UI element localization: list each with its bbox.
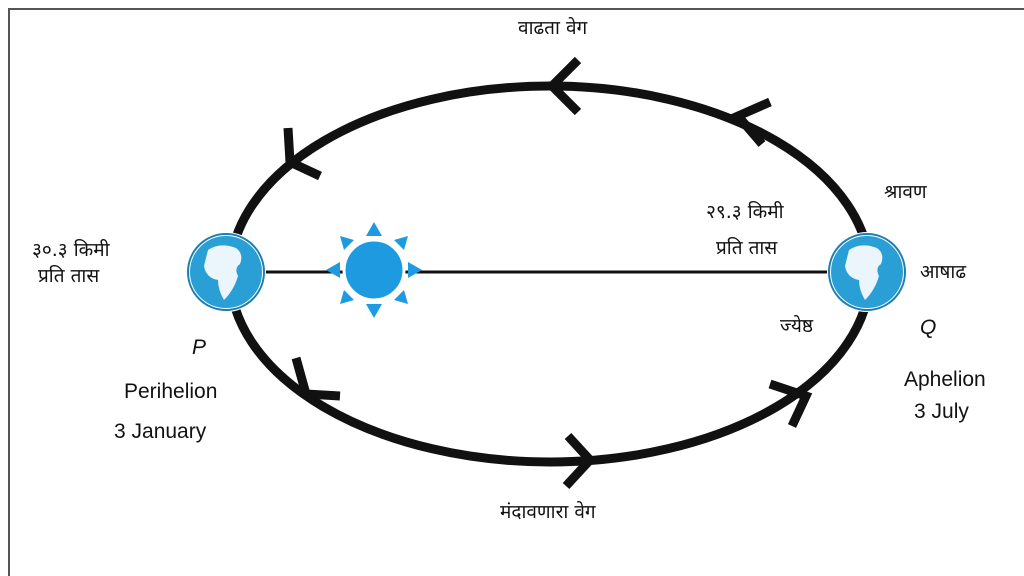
arrow-upper-right-icon — [730, 97, 772, 147]
perihelion-point-label: P — [192, 336, 207, 359]
decreasing-speed-label: मंदावणारा वेग — [500, 501, 596, 523]
increasing-speed-label: वाढता वेग — [518, 17, 588, 39]
month-shravan-label: श्रावण — [884, 181, 927, 203]
earth-perihelion-icon — [186, 232, 266, 312]
orbit-ellipse — [225, 81, 875, 467]
perihelion-date: 3 January — [114, 420, 207, 443]
earth-aphelion-icon — [827, 232, 907, 312]
arrow-bottom-icon — [562, 432, 597, 490]
sun-icon — [326, 222, 422, 318]
month-jyeshtha-label: ज्येष्ठ — [780, 315, 814, 337]
month-ashadh-label: आषाढ — [920, 261, 967, 283]
aphelion-speed-line2: प्रति तास — [716, 237, 778, 259]
arrow-upper-left-icon — [283, 127, 322, 181]
aphelion-date: 3 July — [914, 400, 969, 423]
aphelion-speed-line1: २९.३ किमी — [706, 201, 784, 223]
aphelion-name: Aphelion — [904, 368, 986, 391]
arrow-lower-left-icon — [291, 356, 341, 401]
perihelion-speed-line1: ३०.३ किमी — [32, 239, 110, 261]
arrow-top-icon — [545, 56, 582, 116]
aphelion-point-label: Q — [920, 316, 937, 339]
perihelion-speed-line2: प्रति तास — [38, 265, 100, 287]
perihelion-name: Perihelion — [124, 380, 218, 403]
arrow-lower-right-icon — [768, 379, 813, 428]
